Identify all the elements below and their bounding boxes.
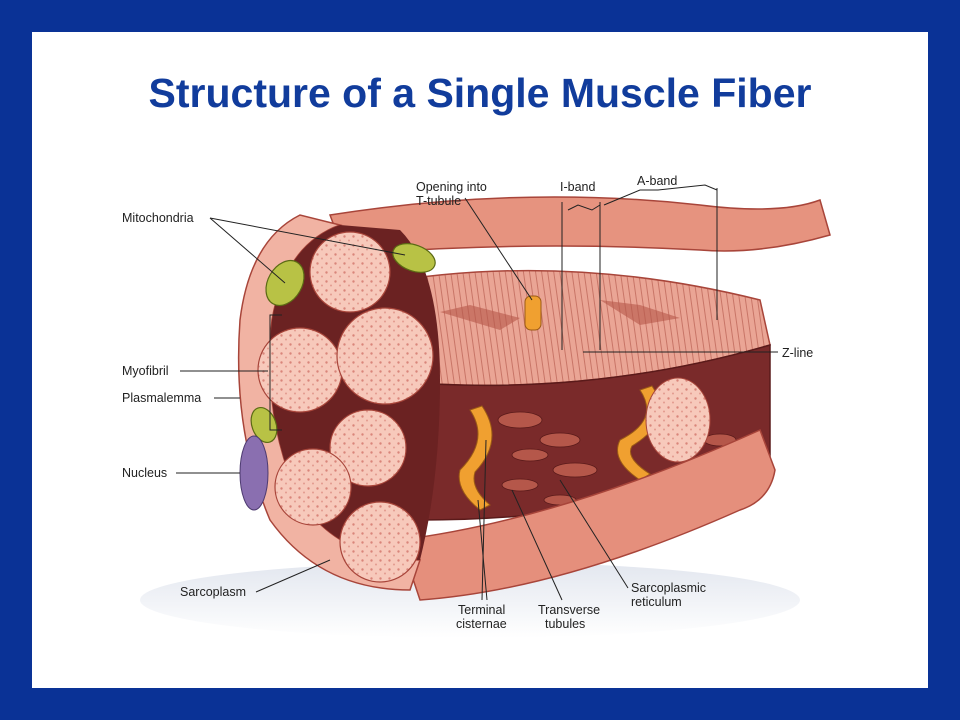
- t-tubule-opening: [524, 295, 542, 331]
- terminal-cisternae-1: [458, 405, 493, 511]
- label-terminal-line1: Terminal: [458, 603, 505, 617]
- label-z-line: Z-line: [782, 346, 813, 360]
- sr-top-2: [600, 300, 680, 325]
- sr-top: [440, 305, 520, 330]
- slide-title: Structure of a Single Muscle Fiber: [148, 70, 812, 116]
- label-sr-line2: reticulum: [631, 595, 682, 609]
- label-sr-line1: Sarcoplasmic: [631, 581, 706, 595]
- label-i-band: I-band: [560, 180, 595, 194]
- label-a-band: A-band: [637, 174, 677, 188]
- label-terminal-line2: cisternae: [456, 617, 507, 631]
- nucleus: [239, 435, 269, 511]
- myofibril-cross-sections: [257, 231, 434, 583]
- label-transverse-line2: tubules: [545, 617, 585, 631]
- label-plasmalemma: Plasmalemma: [122, 391, 201, 405]
- label-nucleus: Nucleus: [122, 466, 167, 480]
- label-opening-line1: Opening into: [416, 180, 487, 194]
- label-transverse-line1: Transverse: [538, 603, 600, 617]
- label-myofibril: Myofibril: [122, 364, 169, 378]
- label-sarcoplasm: Sarcoplasm: [180, 585, 246, 599]
- myofibril-cross-section-right: [645, 377, 711, 463]
- muscle-fiber-illustration: Mitochondria Myofibril Plasmalemma Nucle…: [122, 174, 831, 638]
- sarcolemma-bottom: [398, 428, 776, 601]
- leader-lines: [176, 184, 778, 601]
- drop-shadow: [140, 562, 800, 638]
- sarcolemma-top: [328, 196, 831, 256]
- label-mitochondria: Mitochondria: [122, 211, 194, 225]
- slide: Structure of a Single Muscle Fiber: [32, 32, 928, 688]
- label-opening-line2: T-tubule: [416, 194, 461, 208]
